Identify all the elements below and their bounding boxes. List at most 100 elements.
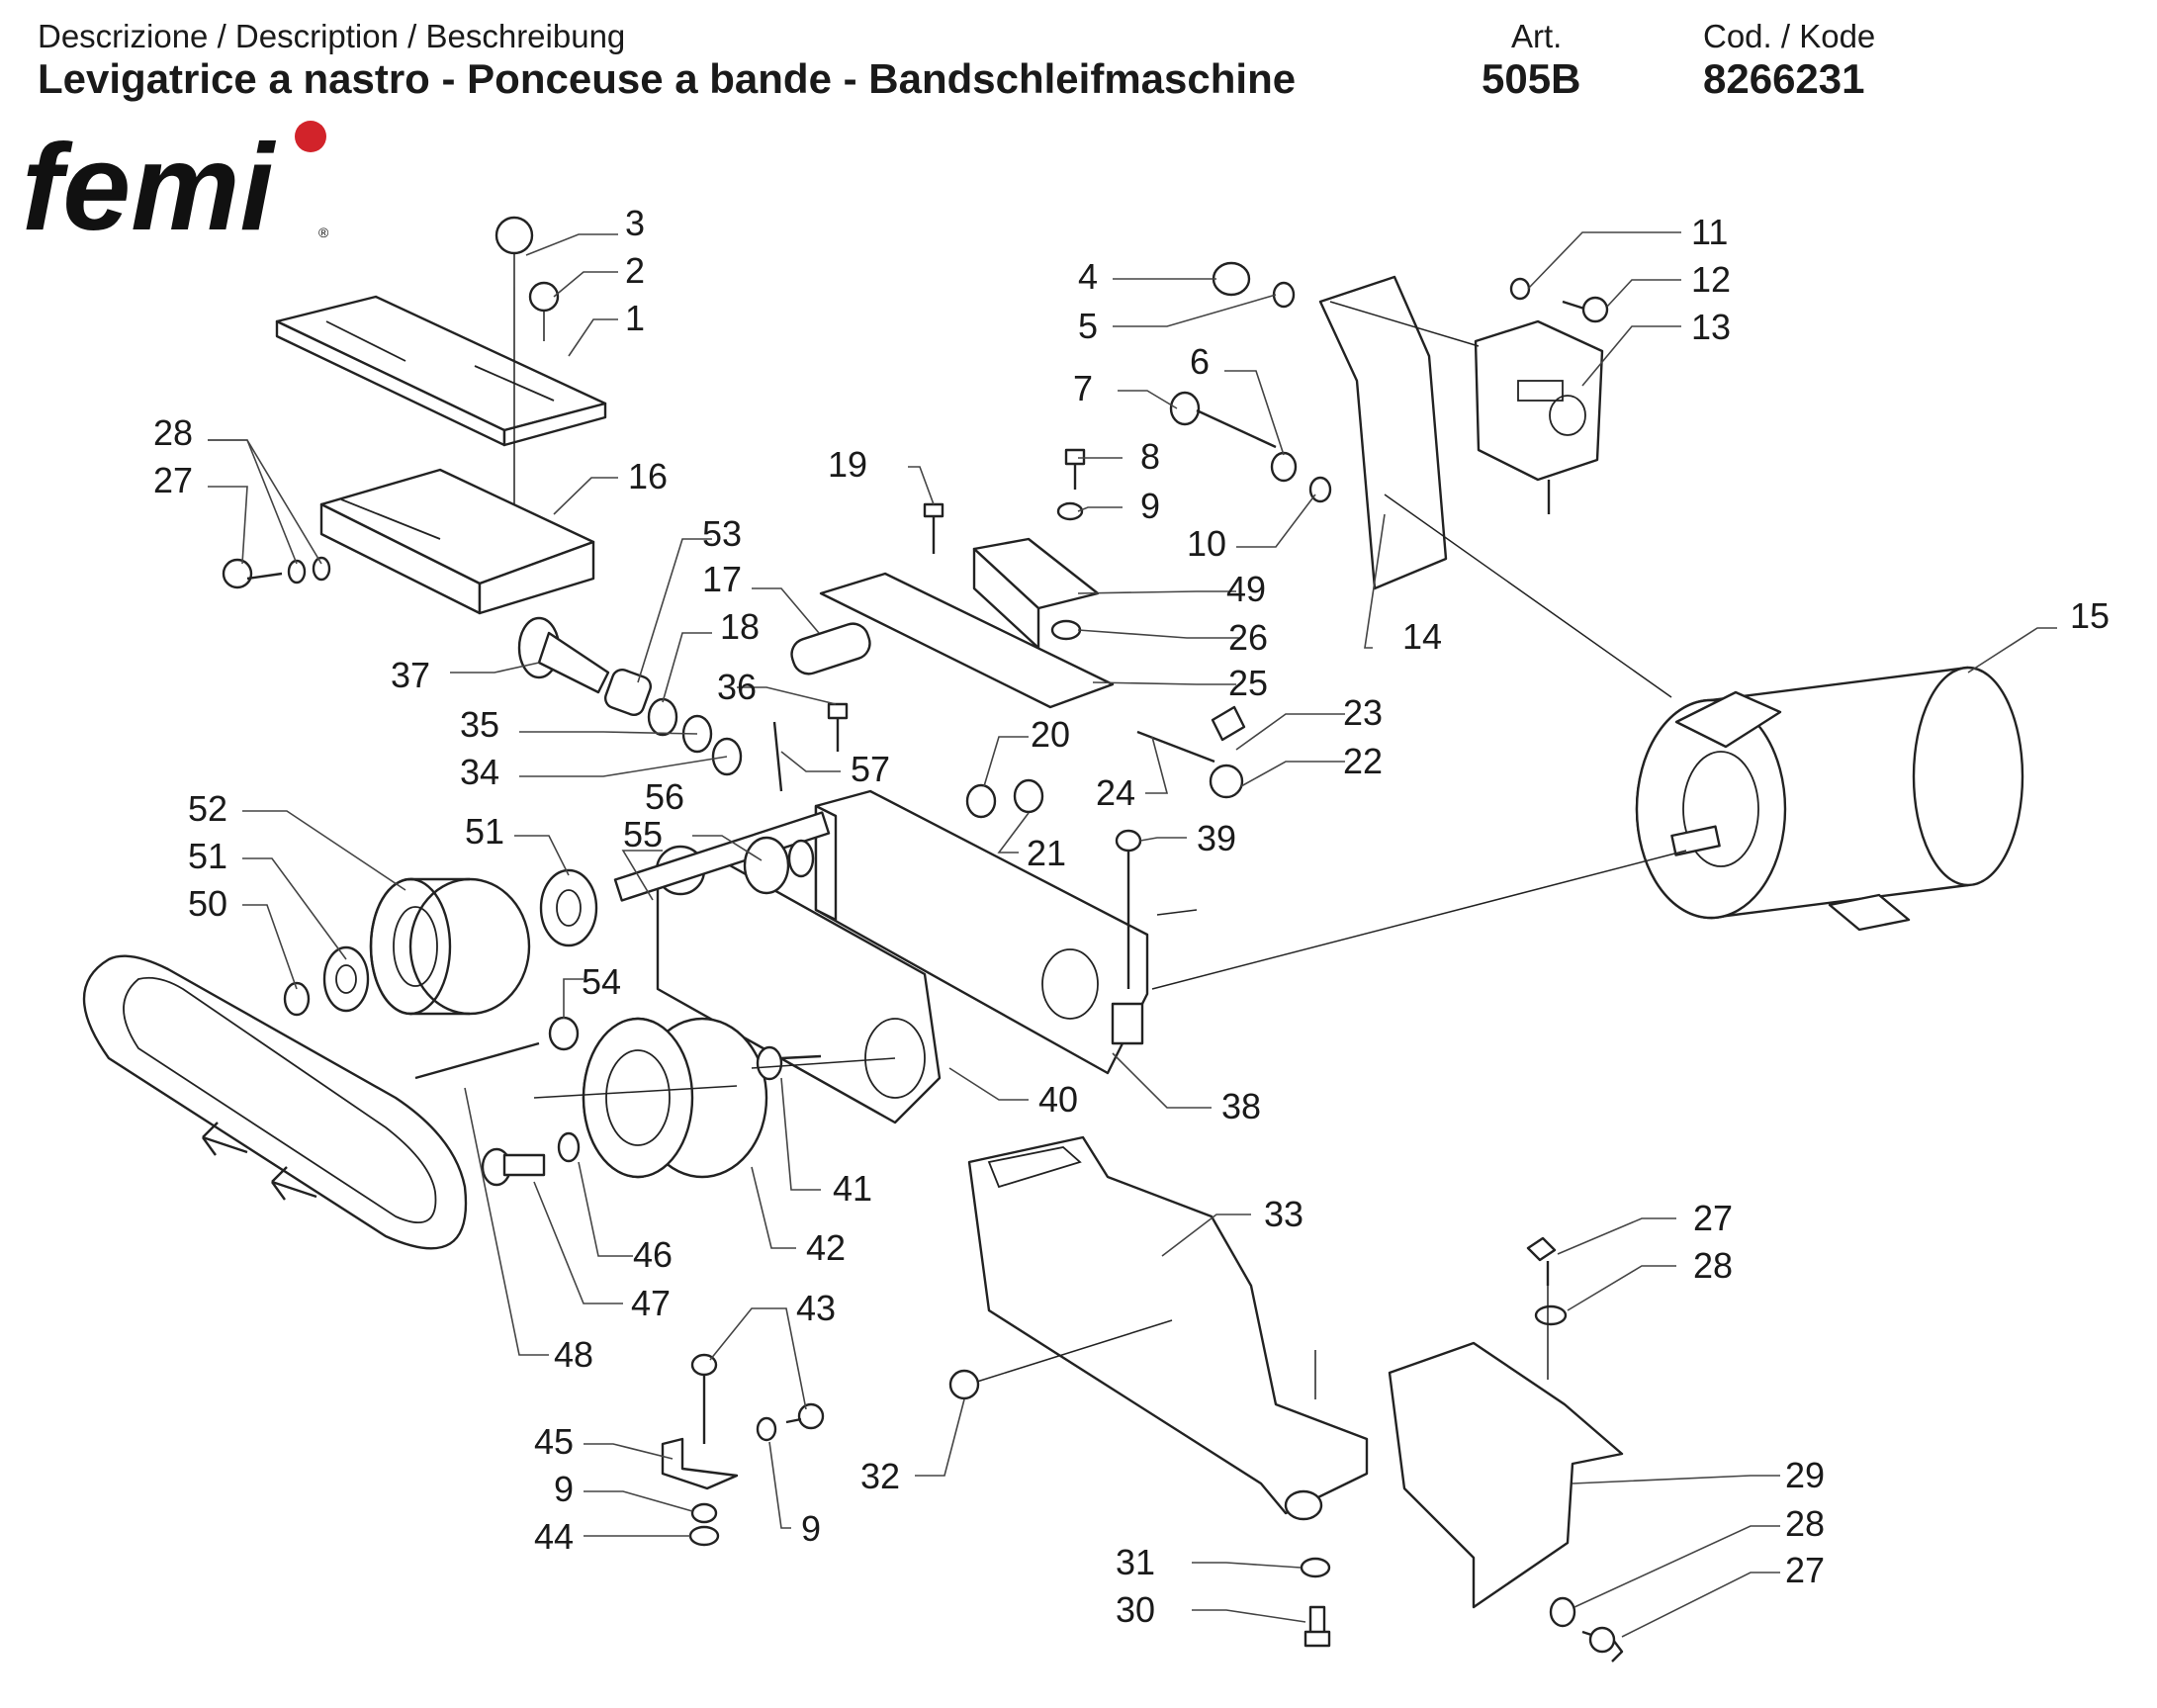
art-label: Art. xyxy=(1511,18,1563,54)
callout-54: 54 xyxy=(582,961,621,1002)
part-knob-22 xyxy=(1136,705,1246,799)
callout-8: 8 xyxy=(1140,436,1160,477)
part-screw-8 xyxy=(1064,448,1086,490)
callout-51: 51 xyxy=(188,836,227,876)
callout-29: 29 xyxy=(1785,1455,1825,1495)
callout-34: 34 xyxy=(460,752,499,792)
callout-5: 5 xyxy=(1078,306,1098,346)
part-screw-47 xyxy=(481,1147,546,1187)
callout-15: 15 xyxy=(2070,595,2110,636)
axis-frame-switch xyxy=(1329,301,1480,347)
callout-labels: 3 2 1 28 27 16 53 17 18 19 37 36 35 34 5… xyxy=(153,203,2110,1630)
callout-44: 44 xyxy=(534,1516,574,1557)
part-top-plate xyxy=(819,572,1115,709)
callout-49: 49 xyxy=(1226,569,1266,609)
callout-35: 35 xyxy=(460,704,499,745)
callout-27: 27 xyxy=(1785,1550,1825,1590)
callout-19: 19 xyxy=(828,444,867,485)
part-screw-36 xyxy=(827,702,849,752)
callout-21: 21 xyxy=(1027,833,1066,873)
part-screw-19 xyxy=(923,502,944,554)
part-washer-9 xyxy=(1056,501,1084,521)
part-washer-20 xyxy=(965,783,997,819)
axis-screw-41 xyxy=(751,1057,896,1069)
registered-mark-icon: ® xyxy=(318,225,329,240)
description-value: Levigatrice a nastro - Ponceuse a bande … xyxy=(38,55,1297,102)
callout-28: 28 xyxy=(1785,1503,1825,1544)
callout-10: 10 xyxy=(1187,523,1226,564)
part-spindle xyxy=(613,811,831,902)
callout-40: 40 xyxy=(1038,1079,1078,1120)
callout-41: 41 xyxy=(833,1168,872,1209)
code-value: 8266231 xyxy=(1703,55,1865,102)
part-pulley-42 xyxy=(582,1017,768,1179)
part-ring-50 xyxy=(283,981,311,1017)
callout-56: 56 xyxy=(645,776,684,817)
callout-12: 12 xyxy=(1691,259,1731,300)
axis-shaft-motor xyxy=(1151,850,1687,990)
callout-28: 28 xyxy=(1693,1245,1733,1286)
axis-frame-motor xyxy=(1384,494,1672,698)
part-washer-9b xyxy=(690,1502,718,1524)
part-screw-43b xyxy=(785,1402,825,1430)
callout-14: 14 xyxy=(1402,616,1442,657)
part-washer-11 xyxy=(1509,277,1531,301)
part-wingscrew-left xyxy=(222,556,331,589)
callout-30: 30 xyxy=(1116,1589,1155,1630)
leader-lines xyxy=(208,231,2057,1638)
callout-39: 39 xyxy=(1197,818,1236,858)
callout-18: 18 xyxy=(720,606,760,647)
part-guard-33 xyxy=(967,1135,1369,1521)
callout-38: 38 xyxy=(1221,1086,1261,1126)
art-value: 505B xyxy=(1482,55,1581,102)
part-washer-5 xyxy=(1272,281,1296,309)
part-screw-32 xyxy=(948,1319,1173,1400)
part-motor-cover xyxy=(1388,1341,1624,1609)
callout-17: 17 xyxy=(702,559,742,599)
callout-50: 50 xyxy=(188,883,227,924)
part-switch xyxy=(1474,319,1604,514)
femi-logo: femi ® xyxy=(22,120,329,256)
callout-24: 24 xyxy=(1096,772,1135,813)
callout-2: 2 xyxy=(625,250,645,291)
part-clamp-45 xyxy=(661,1437,739,1490)
code-label: Cod. / Kode xyxy=(1703,18,1876,54)
logo-red-dot xyxy=(295,121,326,152)
callout-27: 27 xyxy=(1693,1198,1733,1238)
callout-26: 26 xyxy=(1228,617,1268,658)
part-bearing-51b xyxy=(322,945,370,1013)
part-nut-4 xyxy=(1212,261,1251,297)
callout-20: 20 xyxy=(1031,714,1070,755)
callout-31: 31 xyxy=(1116,1542,1155,1582)
callout-51: 51 xyxy=(465,811,504,852)
parts-line-art xyxy=(82,216,2024,1663)
part-washer-28b xyxy=(1534,1304,1568,1326)
part-rod-48 xyxy=(414,1041,540,1080)
part-table-plate xyxy=(275,295,607,447)
part-nut-54 xyxy=(548,1016,580,1051)
callout-52: 52 xyxy=(188,788,227,829)
callout-1: 1 xyxy=(625,298,645,338)
part-screw-43a xyxy=(690,1353,718,1444)
callout-57: 57 xyxy=(851,749,890,789)
part-knobs xyxy=(494,216,560,539)
part-washer-9c xyxy=(756,1416,777,1442)
part-pulley-52 xyxy=(369,877,531,1016)
callout-32: 32 xyxy=(860,1456,900,1496)
callout-53: 53 xyxy=(702,513,742,554)
callout-55: 55 xyxy=(623,814,663,854)
axis-screw-39 xyxy=(1156,909,1198,916)
callout-7: 7 xyxy=(1073,368,1093,408)
part-bolt-7 xyxy=(1169,391,1277,449)
callout-42: 42 xyxy=(806,1227,846,1268)
part-bearing-51a xyxy=(539,868,598,947)
part-wingscrew-right-top xyxy=(1526,1236,1557,1286)
callout-13: 13 xyxy=(1691,307,1731,347)
part-washer-44 xyxy=(688,1525,720,1547)
callout-6: 6 xyxy=(1190,341,1210,382)
part-frame-plate xyxy=(1318,275,1448,590)
callout-48: 48 xyxy=(554,1334,593,1375)
callout-43: 43 xyxy=(796,1288,836,1328)
axis-screw-47 xyxy=(533,1085,738,1099)
